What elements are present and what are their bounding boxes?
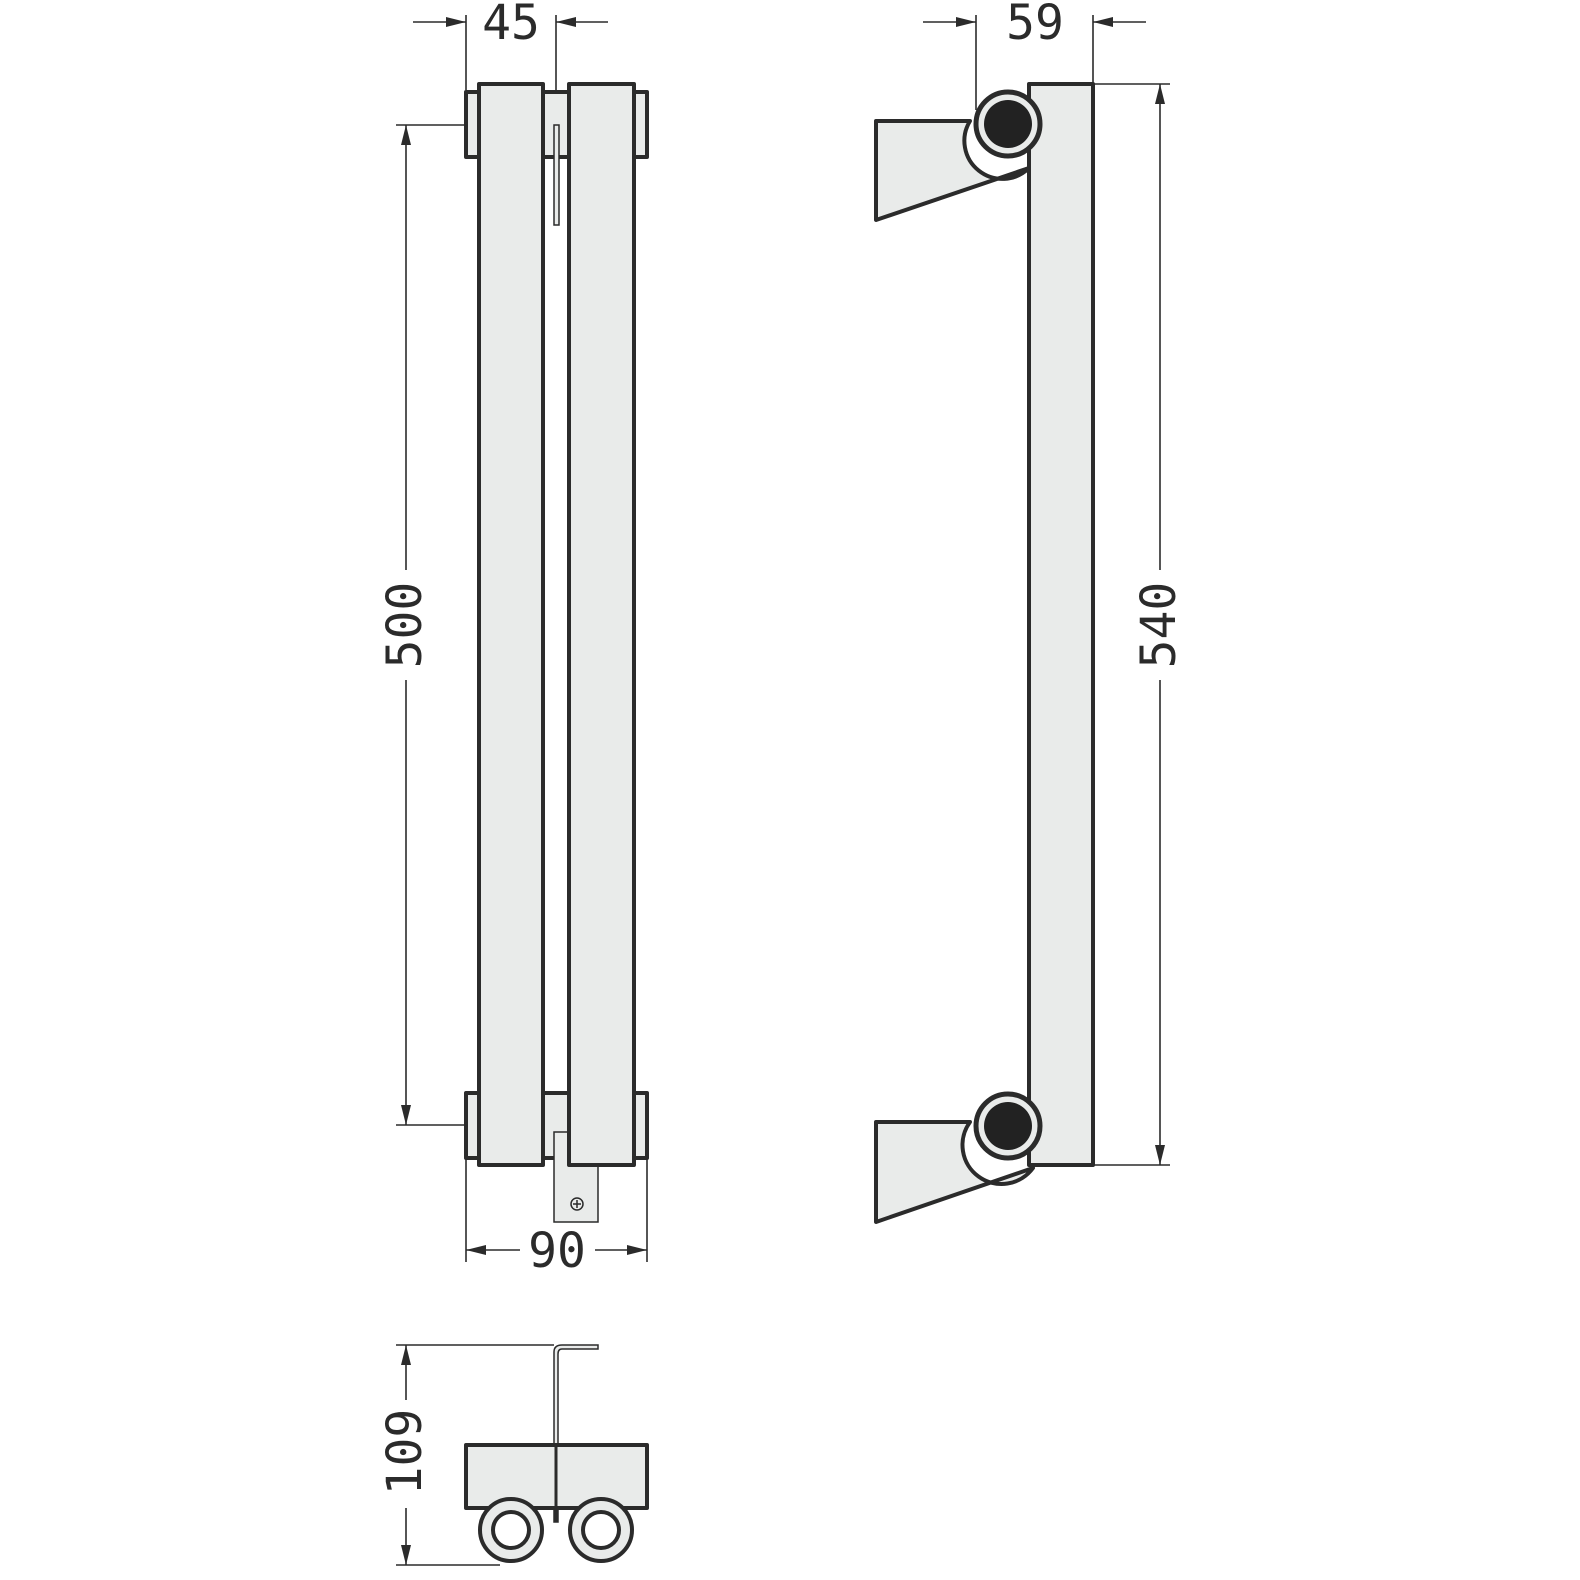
- bottom-wall-bracket: [874, 1120, 1035, 1224]
- dimension-59: 59: [923, 0, 1170, 110]
- right-bar: [567, 82, 636, 1167]
- svg-text:109: 109: [377, 1409, 433, 1496]
- screw-icon: [570, 1197, 584, 1211]
- svg-text:540: 540: [1131, 582, 1187, 669]
- svg-text:90: 90: [528, 1223, 586, 1279]
- hook-bracket: [553, 1344, 599, 1523]
- dimension-500: 500: [377, 124, 466, 1126]
- dimension-540: 540: [1093, 84, 1187, 1166]
- top-view: [396, 1344, 649, 1563]
- screw-cross: [573, 1200, 581, 1208]
- left-bar: [477, 82, 545, 1167]
- top-bracket: [553, 124, 560, 226]
- front-view: [464, 82, 649, 1223]
- top-wall-bracket: [874, 119, 1031, 222]
- svg-text:45: 45: [482, 0, 540, 51]
- side-view: [874, 82, 1095, 1224]
- dimension-109: 109: [377, 1345, 500, 1566]
- dimension-45: 45: [413, 0, 608, 90]
- bottom-pipe-core: [984, 1102, 1032, 1150]
- side-bar: [1027, 82, 1095, 1167]
- svg-text:59: 59: [1006, 0, 1064, 51]
- svg-text:500: 500: [377, 582, 433, 669]
- top-pipe-core: [984, 100, 1032, 148]
- dimension-90: 90: [465, 1158, 648, 1279]
